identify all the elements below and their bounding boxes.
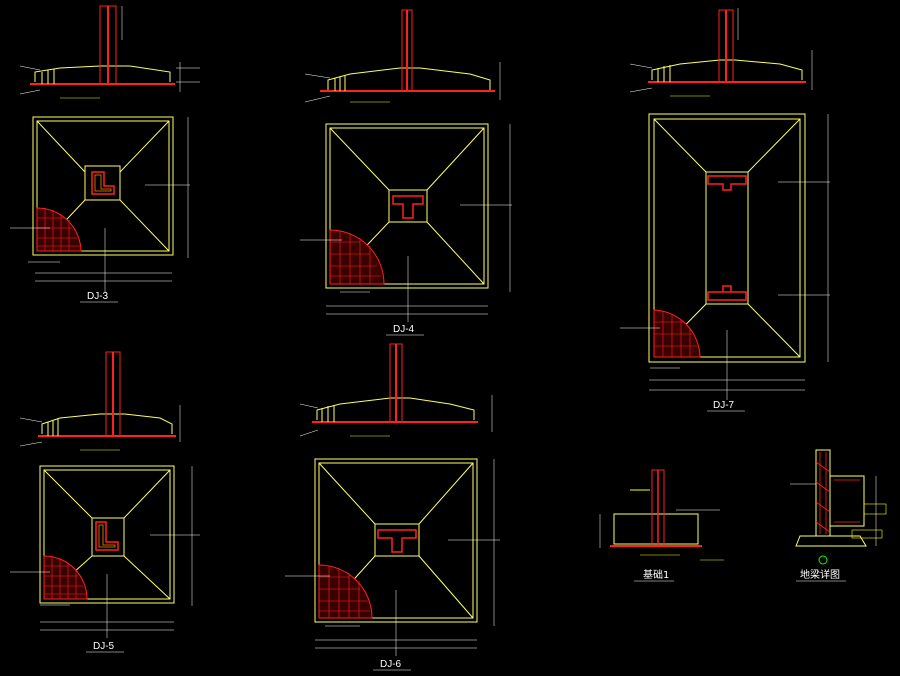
dj6-label: DJ-6 (380, 659, 402, 670)
footing-dj3: DJ-3 (10, 5, 200, 303)
footing-dj5: DJ-5 (10, 351, 200, 653)
footing-dj4: DJ-4 (300, 9, 512, 336)
dj5-label: DJ-5 (93, 641, 115, 652)
detail-1-label: 基础1 (643, 568, 669, 581)
dj3-plan (10, 116, 190, 292)
dj5-plan (10, 465, 200, 638)
dj4-section (304, 9, 501, 103)
footing-dj7: DJ-7 (620, 8, 830, 412)
dj4-label: DJ-4 (393, 324, 415, 335)
detail-2: 地梁详图 (790, 449, 887, 582)
dj5-section (19, 351, 181, 451)
dj7-plan (620, 113, 830, 400)
dj3-section (19, 5, 200, 99)
detail-2-label: 地梁详图 (800, 568, 840, 581)
dj7-label: DJ-7 (713, 400, 735, 411)
detail-2-marker (818, 555, 828, 565)
detail-1: 基础1 (599, 469, 724, 582)
dj6-section (299, 343, 493, 437)
dj3-label: DJ-3 (87, 291, 109, 302)
dj4-plan (300, 123, 512, 322)
dj7-section (629, 8, 813, 97)
footing-dj6: DJ-6 (285, 343, 500, 671)
dj6-plan (285, 458, 500, 656)
